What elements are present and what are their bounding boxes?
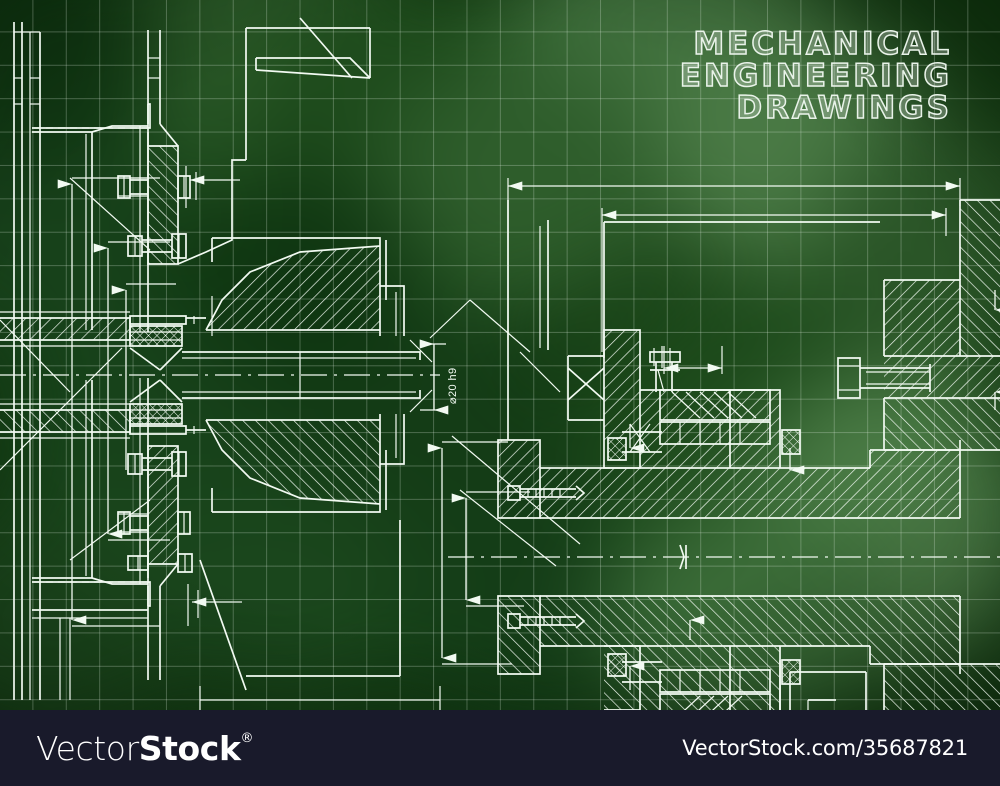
logo-text-bold: Stock (138, 728, 241, 768)
right-left-block-lower (497, 595, 541, 675)
left-collar-lower (0, 403, 131, 439)
right-assembly (448, 199, 1000, 710)
right-corner-lower (883, 663, 1000, 710)
bearing-lower (607, 653, 801, 710)
hub-flange-upper (147, 30, 179, 265)
right-pedestal (779, 660, 867, 710)
tapered-wedge-lower (199, 414, 405, 691)
logo-text-light: Vector (36, 728, 139, 768)
dimension-left-v2 (93, 241, 170, 541)
dimension-bottom-h (187, 584, 242, 626)
bearing-upper (607, 389, 801, 461)
dimension-left-v3 (111, 283, 176, 470)
small-arrows (629, 290, 1000, 690)
center-mark (679, 544, 685, 570)
set-screw-upper (507, 485, 586, 501)
leader-lines-right (451, 299, 581, 567)
tapered-wedge-upper (205, 237, 405, 336)
right-rib-upper (567, 329, 641, 469)
left-assembly (0, 17, 440, 700)
dimension-left-v1 (57, 177, 160, 627)
set-screw-lower (507, 613, 586, 629)
pulley-rim-upper (32, 103, 151, 332)
dimension-label-dia20: ⌀20 h9 (447, 367, 459, 404)
right-shaft-lower (540, 595, 961, 674)
tapered-hub-upper (177, 17, 371, 265)
registered-trademark-icon: ® (240, 730, 254, 746)
left-bearing-lower (129, 379, 206, 435)
left-shaft (0, 351, 440, 399)
watermark-url: VectorStock.com/35687821 (682, 736, 968, 760)
technical-drawing (0, 17, 1000, 710)
bolt-upper-2 (127, 233, 187, 259)
bolt-lower-2 (127, 451, 187, 477)
bolt-lower-3 (127, 553, 193, 573)
center-dimension-dia20 (409, 299, 471, 415)
dimension-top-h (185, 166, 240, 208)
right-corner-upper (883, 199, 1000, 451)
dimension-bearing-width (663, 346, 723, 374)
bolt-lower-1 (117, 511, 191, 535)
bearing-screw-upper (649, 346, 681, 393)
left-bearing-upper (129, 315, 206, 371)
bottom-rail (199, 686, 441, 710)
right-left-block-upper (497, 439, 541, 519)
left-vertical-rails (13, 22, 41, 700)
dimension-top-long-2 (601, 208, 947, 352)
hub-flange-lower (147, 445, 179, 680)
